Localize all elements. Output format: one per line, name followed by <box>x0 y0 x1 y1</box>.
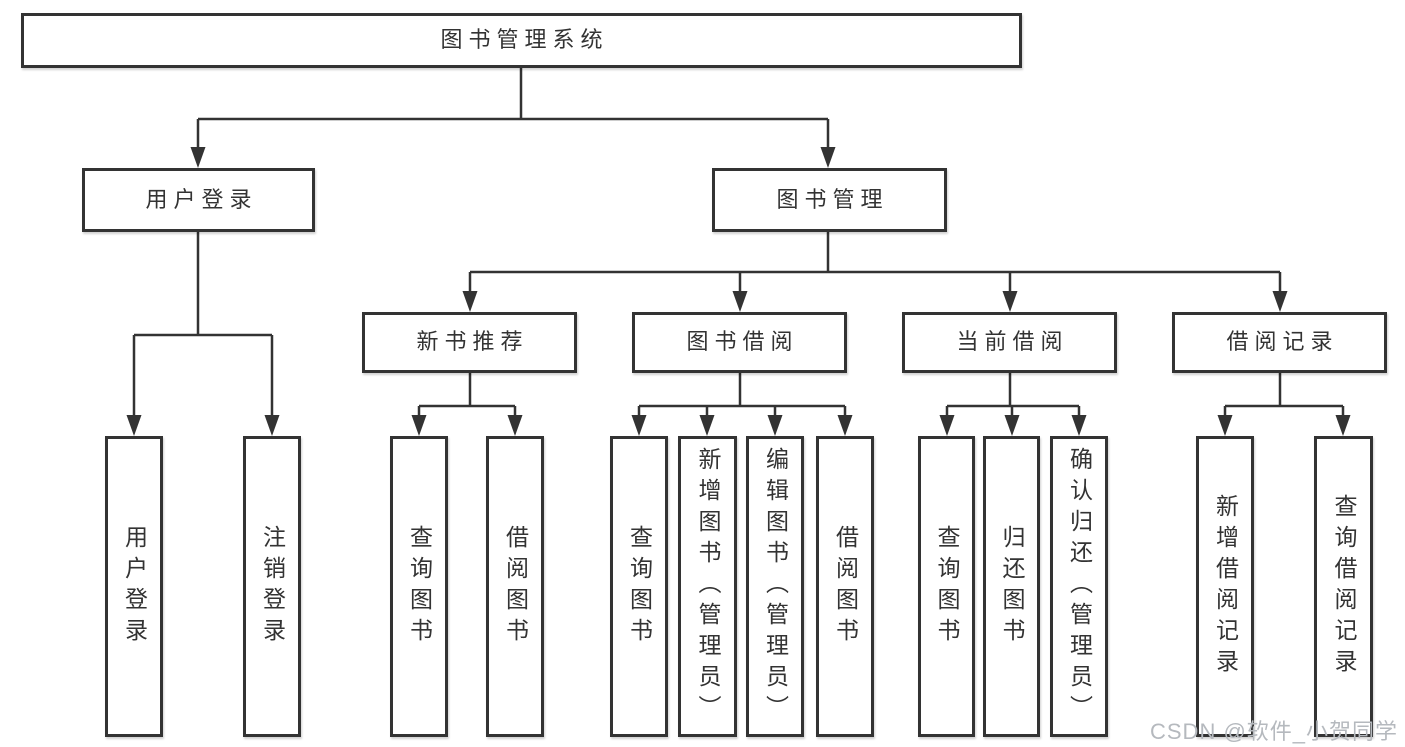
leaf-return-books-label: 归还图书 <box>999 524 1025 649</box>
node-user-login-label: 用户登录 <box>145 186 258 212</box>
leaf-borrowing-query-books-label: 查询图书 <box>626 524 653 649</box>
leaf-borrowing-borrow-books-label: 借阅图书 <box>832 524 859 649</box>
leaf-add-borrow-record: 新增借阅记录 <box>1196 436 1254 737</box>
leaf-confirm-return-admin-label: 确认归还（管理员） <box>1066 447 1093 726</box>
node-user-login: 用户登录 <box>82 168 315 232</box>
node-library-system-label: 图书管理系统 <box>440 27 609 53</box>
leaf-recommend-query-books-label: 查询图书 <box>406 524 433 649</box>
leaf-user-login: 用户登录 <box>105 436 163 737</box>
leaf-logout-label: 注销登录 <box>259 524 286 649</box>
node-borrowing-records-label: 借阅记录 <box>1226 329 1339 355</box>
leaf-recommend-borrow-books-label: 借阅图书 <box>502 524 529 649</box>
node-new-book-recommendation-label: 新书推荐 <box>416 329 529 355</box>
leaf-add-books-admin: 新增图书（管理员） <box>678 436 737 737</box>
node-new-book-recommendation: 新书推荐 <box>362 312 577 373</box>
node-book-borrowing-label: 图书借阅 <box>686 329 799 355</box>
node-book-management: 图书管理 <box>712 168 947 232</box>
node-borrowing-records: 借阅记录 <box>1172 312 1387 373</box>
leaf-user-login-label: 用户登录 <box>121 524 148 649</box>
leaf-current-query-books-label: 查询图书 <box>934 524 960 649</box>
leaf-borrowing-query-books: 查询图书 <box>610 436 668 737</box>
leaf-borrowing-borrow-books: 借阅图书 <box>816 436 874 737</box>
connector-paths <box>132 68 1345 417</box>
leaf-query-borrow-record-label: 查询借阅记录 <box>1331 493 1357 680</box>
leaf-query-borrow-record: 查询借阅记录 <box>1314 436 1373 737</box>
leaf-edit-books-admin-label: 编辑图书（管理员） <box>762 447 789 726</box>
node-book-borrowing: 图书借阅 <box>632 312 847 373</box>
leaf-confirm-return-admin: 确认归还（管理员） <box>1050 436 1108 737</box>
leaf-edit-books-admin: 编辑图书（管理员） <box>746 436 804 737</box>
node-current-borrowing: 当前借阅 <box>902 312 1117 373</box>
leaf-recommend-borrow-books: 借阅图书 <box>486 436 544 737</box>
arrowheads <box>126 147 1351 436</box>
leaf-logout: 注销登录 <box>243 436 301 737</box>
node-current-borrowing-label: 当前借阅 <box>956 329 1069 355</box>
leaf-add-books-admin-label: 新增图书（管理员） <box>695 447 721 726</box>
leaf-current-query-books: 查询图书 <box>918 436 975 737</box>
node-library-system: 图书管理系统 <box>21 13 1022 68</box>
leaf-return-books: 归还图书 <box>983 436 1040 737</box>
csdn-watermark: CSDN @软件_小贺同学 <box>1150 719 1399 744</box>
node-book-management-label: 图书管理 <box>776 186 889 212</box>
leaf-add-borrow-record-label: 新增借阅记录 <box>1212 493 1239 680</box>
leaf-recommend-query-books: 查询图书 <box>390 436 448 737</box>
